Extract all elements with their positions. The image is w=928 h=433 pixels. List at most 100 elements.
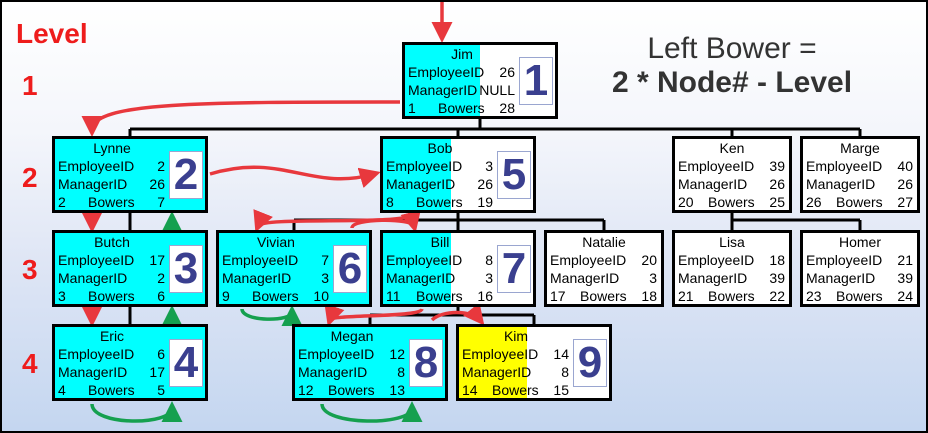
visit-order-badge: 4 — [169, 339, 203, 387]
bowers-label: Bowers — [438, 100, 485, 116]
left-bower-value: 9 — [222, 288, 230, 304]
right-bower-value: 15 — [553, 382, 569, 398]
right-bower-value: 5 — [157, 382, 165, 398]
manager-id-label: ManagerID — [408, 82, 478, 98]
employee-id-label: EmployeeID — [58, 252, 135, 268]
bowers-label: Bowers — [416, 288, 463, 304]
employee-name: Vivian — [257, 234, 295, 250]
right-bower-value: 25 — [769, 194, 785, 210]
manager-id-value: 26 — [149, 176, 165, 192]
manager-id-label: ManagerID — [222, 270, 292, 286]
employee-id-label: EmployeeID — [678, 252, 755, 268]
progress-fill — [383, 139, 451, 210]
manager-id-label: ManagerID — [806, 176, 876, 192]
employee-id-label: EmployeeID — [462, 346, 539, 362]
employee-id-label: EmployeeID — [58, 346, 135, 362]
employee-name: Natalie — [582, 234, 626, 250]
left-bower-value: 26 — [806, 194, 822, 210]
manager-id-label: ManagerID — [386, 176, 456, 192]
right-bower-value: 7 — [157, 194, 165, 210]
progress-fill — [459, 327, 527, 398]
level-title: Level — [16, 18, 88, 49]
bowers-label: Bowers — [252, 288, 299, 304]
level-3-label: 3 — [22, 254, 38, 285]
manager-id-label: ManagerID — [462, 364, 532, 380]
right-bower-value: 22 — [769, 288, 785, 304]
employee-name: Homer — [838, 234, 881, 250]
employee-id-label: EmployeeID — [550, 252, 627, 268]
employee-id-value: 12 — [389, 346, 405, 362]
bowers-label: Bowers — [88, 194, 135, 210]
connector-jim-children — [128, 119, 862, 136]
employee-id-label: EmployeeID — [806, 252, 883, 268]
employee-id-label: EmployeeID — [678, 158, 755, 174]
bowers-label: Bowers — [416, 194, 463, 210]
visit-order-badge: 8 — [409, 339, 443, 387]
left-bower-value: 11 — [386, 288, 401, 304]
manager-id-value: 8 — [561, 364, 569, 380]
employee-id-label: EmployeeID — [222, 252, 299, 268]
bowers-label: Bowers — [708, 288, 755, 304]
bowers-label: Bowers — [328, 382, 375, 398]
visit-order-badge: 2 — [169, 151, 203, 199]
right-bower-value: 27 — [897, 194, 913, 210]
employee-name: Eric — [99, 328, 125, 344]
progress-fill — [405, 45, 480, 116]
employee-id-label: EmployeeID — [386, 252, 463, 268]
employee-id-label: EmployeeID — [386, 158, 463, 174]
formula-line-2: 2 * Node# - Level — [611, 66, 853, 99]
employee-id-label: EmployeeID — [806, 158, 883, 174]
visit-order-badge: 5 — [497, 151, 531, 199]
manager-id-value: 3 — [649, 270, 657, 286]
bowers-label: Bowers — [836, 194, 883, 210]
right-bower-value: 18 — [641, 288, 657, 304]
progress-fill — [383, 233, 451, 304]
employee-name: Lisa — [719, 234, 745, 250]
left-bower-value: 12 — [298, 382, 314, 398]
right-bower-value: 19 — [477, 194, 493, 210]
employee-id-value: 26 — [499, 64, 515, 80]
employee-id-value: 8 — [485, 252, 493, 268]
manager-id-value: 39 — [769, 270, 785, 286]
left-bower-value: 1 — [408, 100, 416, 116]
bowers-label: Bowers — [708, 194, 755, 210]
manager-id-label: ManagerID — [58, 176, 128, 192]
employee-id-label: EmployeeID — [58, 158, 135, 174]
connector-ken-children — [730, 213, 862, 230]
right-bower-value: 16 — [477, 288, 493, 304]
employee-name: Bill — [430, 234, 450, 250]
right-bower-value: 6 — [157, 288, 165, 304]
employee-name: Kim — [503, 328, 529, 344]
left-bower-value: 2 — [58, 194, 66, 210]
visit-order-badge: 7 — [497, 245, 531, 293]
level-2-label: 2 — [22, 162, 38, 193]
manager-id-value: 26 — [477, 176, 493, 192]
left-bower-value: 3 — [58, 288, 66, 304]
manager-id-label: ManagerID — [806, 270, 876, 286]
formula: Left Bower = 2 * Node# - Level — [582, 32, 882, 100]
employee-id-value: 21 — [897, 252, 913, 268]
employee-id-label: EmployeeID — [298, 346, 375, 362]
visit-order-badge: 9 — [573, 339, 607, 387]
employee-name: Megan — [330, 328, 374, 344]
left-bower-value: 23 — [806, 288, 822, 304]
manager-id-value: 2 — [157, 270, 165, 286]
left-bower-value: 20 — [678, 194, 694, 210]
left-bower-value: 21 — [678, 288, 694, 304]
right-bower-value: 24 — [897, 288, 913, 304]
manager-id-label: ManagerID — [550, 270, 620, 286]
manager-id-label: ManagerID — [58, 364, 128, 380]
manager-id-value: 3 — [321, 270, 329, 286]
employee-name: Butch — [94, 234, 130, 250]
employee-id-value: 39 — [769, 158, 785, 174]
